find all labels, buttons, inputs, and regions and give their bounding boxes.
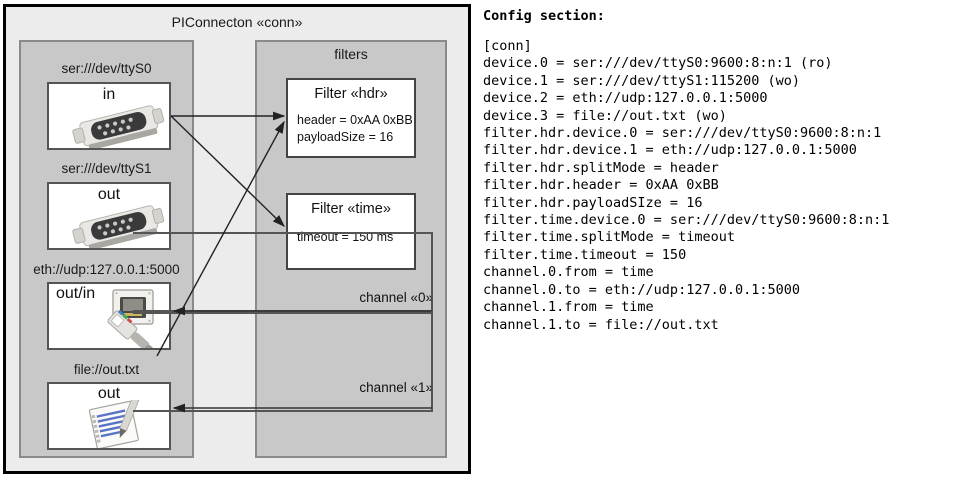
device-box-file[interactable]: out (47, 382, 171, 450)
filter-title-hdr: Filter «hdr» (314, 86, 388, 102)
channel-label-1: channel «1» (359, 380, 433, 395)
filter-prop-payload-size: payloadSize = 16 (297, 130, 394, 144)
filter-box-time[interactable]: Filter «time» timeout = 150 ms (286, 193, 416, 270)
filter-prop-header: header = 0xAA 0xBB (297, 113, 413, 127)
device-box-eth[interactable]: out/in (47, 282, 171, 350)
device-label-eth: eth://udp:127.0.0.1:5000 (33, 262, 180, 277)
device-direction-in: in (102, 86, 116, 103)
device-label-ttys0: ser:///dev/ttyS0 (61, 61, 152, 76)
ethernet-plug-icon (107, 289, 157, 348)
config-pane: Config section: [conn] device.0 = ser://… (483, 8, 961, 334)
device-direction-out-file: out (97, 385, 121, 402)
diagram-title: PIConnecton «conn» (171, 14, 303, 30)
config-heading: Config section: (483, 8, 605, 24)
serial-port-icon (72, 105, 165, 148)
filters-panel-title: filters (334, 46, 368, 62)
filter-title-time: Filter «time» (311, 201, 391, 217)
filter-box-hdr[interactable]: Filter «hdr» header = 0xAA 0xBB payloadS… (286, 78, 416, 158)
device-label-file: file://out.txt (73, 362, 140, 377)
device-direction-out: out (97, 186, 121, 203)
device-direction-out-in: out/in (56, 285, 96, 302)
connection-diagram: PIConnecton «conn» ser:///dev/ttyS0 in (3, 4, 471, 474)
device-label-ttys1: ser:///dev/ttyS1 (61, 161, 152, 176)
text-file-icon (88, 400, 141, 448)
channel-label-0: channel «0» (359, 290, 433, 305)
channel-frame-1 (133, 312, 433, 412)
config-text: [conn] device.0 = ser:///dev/ttyS0:9600:… (483, 38, 890, 333)
device-box-ttys0[interactable]: in (47, 82, 171, 150)
